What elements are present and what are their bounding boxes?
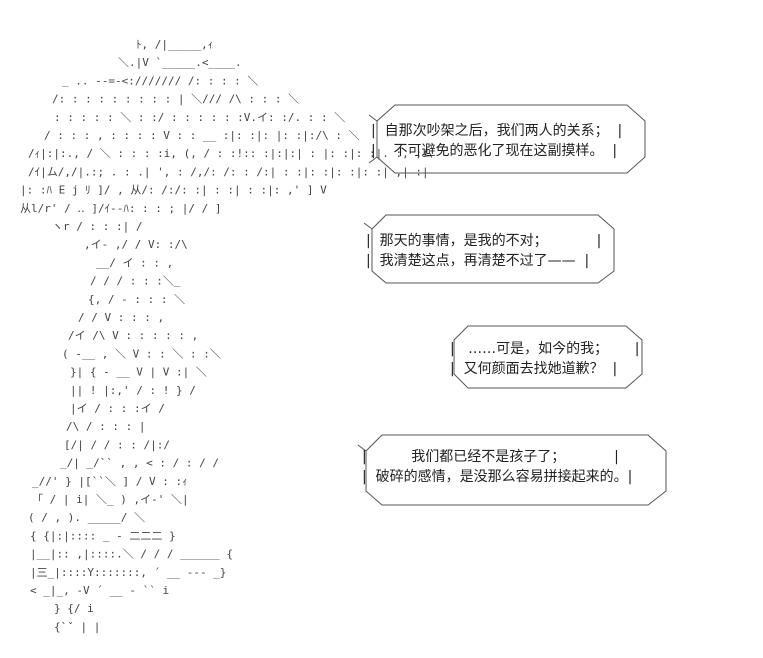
ascii-art-line: /イ /\ V : : : : : , [68,329,198,342]
bubble-1-line-2: | 不可避免的恶化了现在这副摸样。 | [371,143,618,159]
ascii-art-line: /ｨ|:|:., / ＼ : : : :i, (, / : :!:: :|:|:… [28,147,433,160]
bubble-3-line-1: | ……可是，如今的我； | [450,341,640,357]
speech-bubble-4: | 我们都已经不是孩子了； | | 破碎的感情，是没那么容易拼接起来的。| [352,425,677,515]
speech-bubble-2: | 那天的事情，是我的不对； | | 我清楚这点，再清楚不过了—— | [358,205,628,295]
ascii-art-line: { {|:|:::: _ - 二二二 } [30,529,176,542]
bubble-2-line-1: | 那天的事情，是我的不对； | [366,233,602,249]
ascii-art-line: /\ / : : : | [66,420,145,433]
ascii-art-line: 「 / | i| ＼_ ) ,イ-' ＼| [32,493,189,506]
ascii-art-line: /: : : : : : : : : | ＼/// /\ : : : ＼ [52,93,299,106]
ascii-art-line: / / V : : : , [78,311,164,324]
ascii-art-line: ( ‐__ , ＼ V : : ＼ : :＼ [62,347,221,360]
ascii-art-line: |__|:: ,|::::.＼ / / / ______ { [30,548,233,561]
bubble-1-line-1: | 自那次吵架之后，我们两人的关系； | [371,123,623,139]
ascii-art-line: {, / - : : : ＼ [88,293,185,306]
ascii-art-line: _//' } |[``＼ ] / V : :ｨ [32,475,188,488]
bubble-4-line-2: | 破碎的感情，是没那么容易拼接起来的。| [362,469,633,485]
speech-bubble-2-frame [363,214,615,284]
ascii-art-line: || ! |:,' / : ! } / [70,384,196,397]
ascii-art-line: 从l/r' / ‥ ]/ｲ--ﾊ: : : ; |/ / ] [20,202,222,215]
bubble-4-line-1: | 我们都已经不是孩子了； | [362,449,619,465]
speech-bubble-3: | ……可是，如今的我； | | 又何颜面去找她道歉？ | [442,318,652,396]
ascii-art-line: [/| / / : : /|:/ [64,438,170,451]
ascii-art-line: _/| _/`` , , < : / : / / [60,457,219,470]
ascii-art-line: {`ˇ | | [54,620,100,633]
ascii-art-line: __/ イ : : , [96,256,173,269]
speech-bubble-1: | 自那次吵架之后，我们两人的关系； | | 不可避免的恶化了现在这副摸样。 | [365,93,655,183]
ascii-art-line: / / / : : :＼_ [90,275,181,288]
ascii-art-line: ＼.|V `_____.<____. [118,56,242,69]
ascii-art-line: _ .. --=-<://///// /: : : : ＼ [62,74,258,87]
bubble-3-line-2: | 又何颜面去找她道歉？ | [450,361,618,377]
bubble-2-line-2: | 我清楚这点，再清楚不过了—— | [366,253,590,269]
ascii-art-line: |三_|::::Y:::::::, ´ __ --- _} [30,566,226,579]
ascii-art-line: : : : : : ＼ : :/ : : : : : :V.イ: :/. : :… [54,111,345,124]
ascii-art-line: |: :ﾊ E j ﾘ ]/ , 从/: /:/: :| : :| : :|: … [20,184,327,197]
ascii-art-line: / : : : , : : : : V : : __ :|: :|: |: :|… [44,129,360,142]
speech-bubble-1-frame [368,104,646,174]
ascii-art-line: }| { ‐ __ V | V :| ＼ [70,366,207,379]
ascii-art-line: ヽr / : : :| / [52,220,142,233]
ascii-art-line: ﾄ, /|_____,ｨ [136,38,213,51]
ascii-art-line: } {/ i [54,602,94,615]
ascii-art-line: |イ / : : :イ / [70,402,165,415]
ascii-art-line: < _|_, -V ´ __ - `` i [30,584,169,597]
speech-bubble-3-frame [453,325,643,389]
ascii-art-line: ,イ- ,/ / V: :/\ [84,238,188,251]
ascii-art-line: /ｲ|ム/,/|.:; . : .| ', : /,/: /: : /:| : … [28,165,429,178]
ascii-art-line: ( / , ). _____/ ＼ [28,511,145,524]
speech-bubble-4-frame [357,434,667,506]
